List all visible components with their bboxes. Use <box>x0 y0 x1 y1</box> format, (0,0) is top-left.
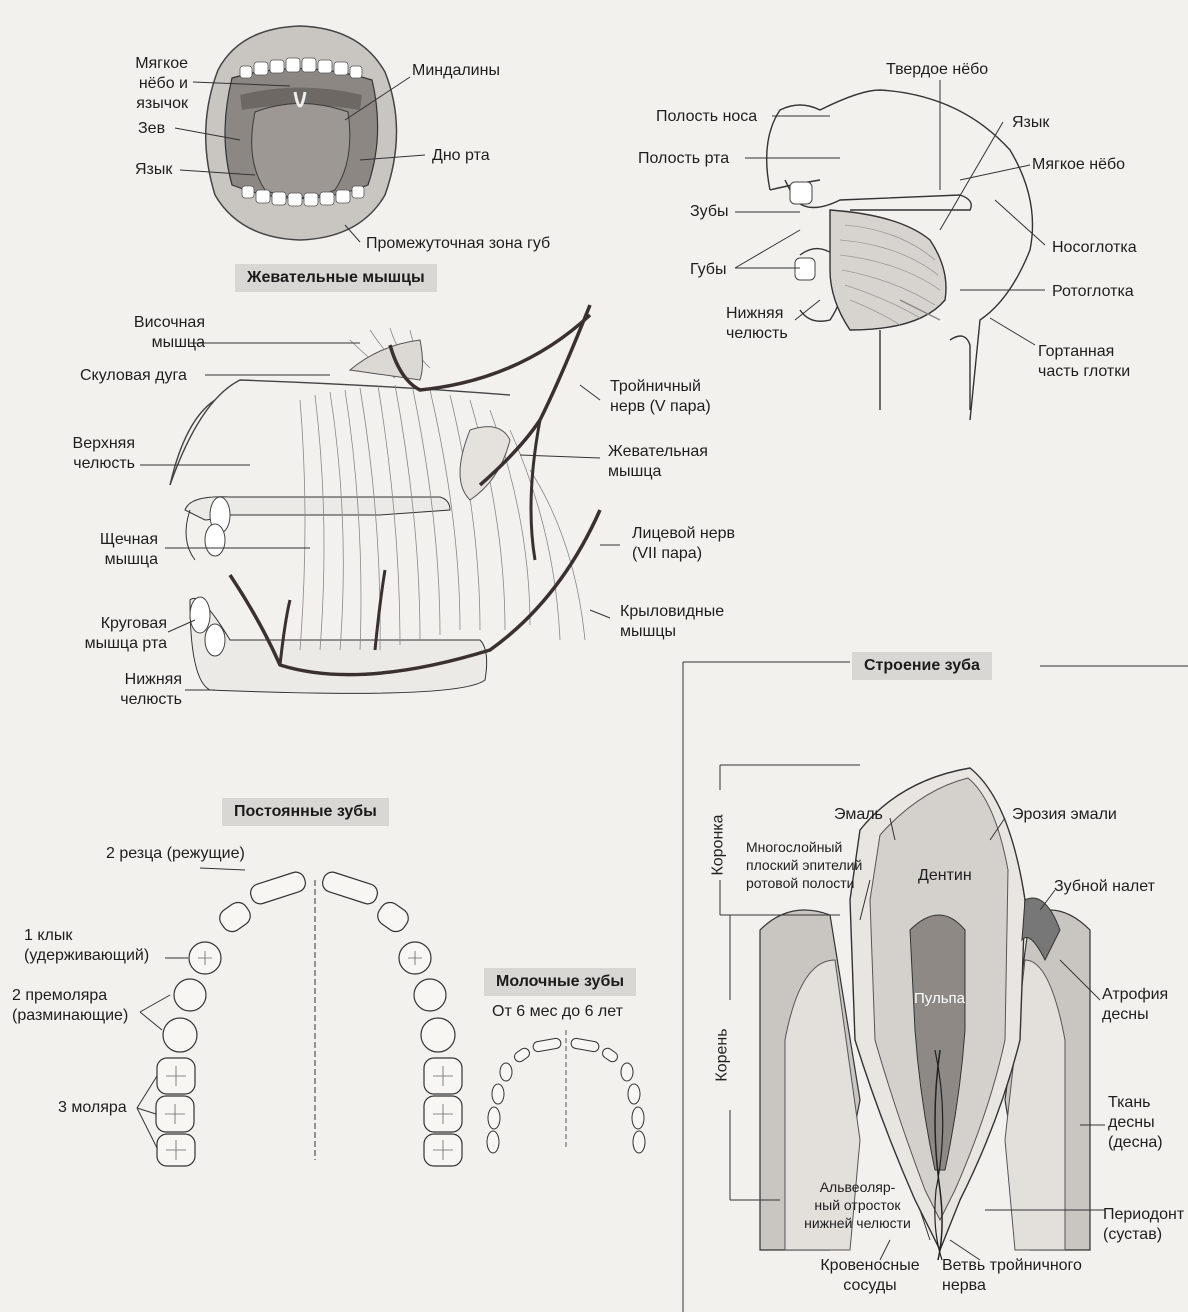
label-nasopharynx: Носоглотка <box>1052 238 1137 258</box>
label-pterygoid: Крыловидные мышцы <box>620 602 724 642</box>
label-hard-palate: Твердое нёбо <box>886 60 988 80</box>
label-dentin: Дентин <box>918 866 972 886</box>
label-laryngopharynx: Гортанная часть глотки <box>1038 342 1130 382</box>
label-trigeminal-branch: Ветвь тройничного нерва <box>942 1256 1082 1296</box>
label-milk-age: От 6 мес до 6 лет <box>492 1002 623 1022</box>
label-orbicularis-oris: Круговая мышца рта <box>55 614 167 654</box>
label-oropharynx: Ротоглотка <box>1052 282 1134 302</box>
label-gum-atrophy: Атрофия десны <box>1102 985 1168 1025</box>
label-trigeminal-nerve: Тройничный нерв (V пара) <box>610 377 711 417</box>
label-temporal-muscle: Височная мышца <box>110 313 205 353</box>
section-title-milk-teeth: Молочные зубы <box>484 968 636 996</box>
label-teeth: Зубы <box>690 202 729 222</box>
label-premolars: 2 премоляра (разминающие) <box>12 986 128 1026</box>
label-molars: 3 моляра <box>58 1098 127 1118</box>
label-periodontium: Периодонт (сустав) <box>1103 1205 1184 1245</box>
label-masseter: Жевательная мышца <box>608 442 708 482</box>
label-section-soft-palate: Мягкое нёбо <box>1032 155 1125 175</box>
label-enamel-erosion: Эрозия эмали <box>1012 805 1117 825</box>
label-tonsils: Миндалины <box>412 61 500 81</box>
label-lower-jaw: Нижняя челюсть <box>100 670 182 710</box>
permanent-teeth-drawing <box>137 868 462 1166</box>
label-section-tongue: Язык <box>1012 113 1049 133</box>
label-root: Корень <box>714 1024 732 1085</box>
label-lips: Губы <box>690 260 726 280</box>
label-facial-nerve: Лицевой нерв (VII пара) <box>632 524 735 564</box>
label-blood-vessels: Кровеносные сосуды <box>810 1256 930 1296</box>
label-nasal-cavity: Полость носа <box>656 107 757 127</box>
label-alveolar-process: Альвеоляр- ный отросток нижней челюсти <box>790 1178 925 1232</box>
label-upper-jaw: Верхняя челюсть <box>50 434 135 474</box>
label-incisors: 2 резца (режущие) <box>106 844 245 864</box>
label-buccal-muscle: Щечная мышца <box>80 530 158 570</box>
label-tongue: Язык <box>135 160 172 180</box>
label-crown: Коронка <box>710 810 728 879</box>
label-section-lower-jaw: Нижняя челюсть <box>726 304 788 344</box>
label-oral-cavity: Полость рта <box>638 149 729 169</box>
open-mouth-drawing <box>175 26 425 242</box>
label-mouth-floor: Дно рта <box>432 146 490 166</box>
section-title-masticatory: Жевательные мышцы <box>235 264 437 292</box>
masticatory-muscles-drawing <box>140 305 620 693</box>
label-lip-zone: Промежуточная зона губ <box>366 234 550 254</box>
label-gum-tissue: Ткань десны (десна) <box>1108 1093 1163 1153</box>
milk-teeth-drawing <box>487 1030 645 1153</box>
section-title-tooth-structure: Строение зуба <box>852 652 992 680</box>
label-plaque: Зубной налет <box>1054 877 1155 897</box>
label-pulp: Пульпа <box>914 990 965 1007</box>
label-epithelium: Многослойный плоский эпителий ротовой по… <box>746 838 862 892</box>
label-canine: 1 клык (удерживающий) <box>24 926 149 966</box>
label-zygomatic-arch: Скуловая дуга <box>80 366 187 386</box>
section-title-permanent-teeth: Постоянные зубы <box>222 798 389 826</box>
label-soft-palate: Мягкое нёбо и язычок <box>118 54 188 114</box>
label-fauces: Зев <box>138 119 165 139</box>
label-enamel: Эмаль <box>834 805 883 825</box>
sagittal-section-drawing <box>735 80 1045 420</box>
